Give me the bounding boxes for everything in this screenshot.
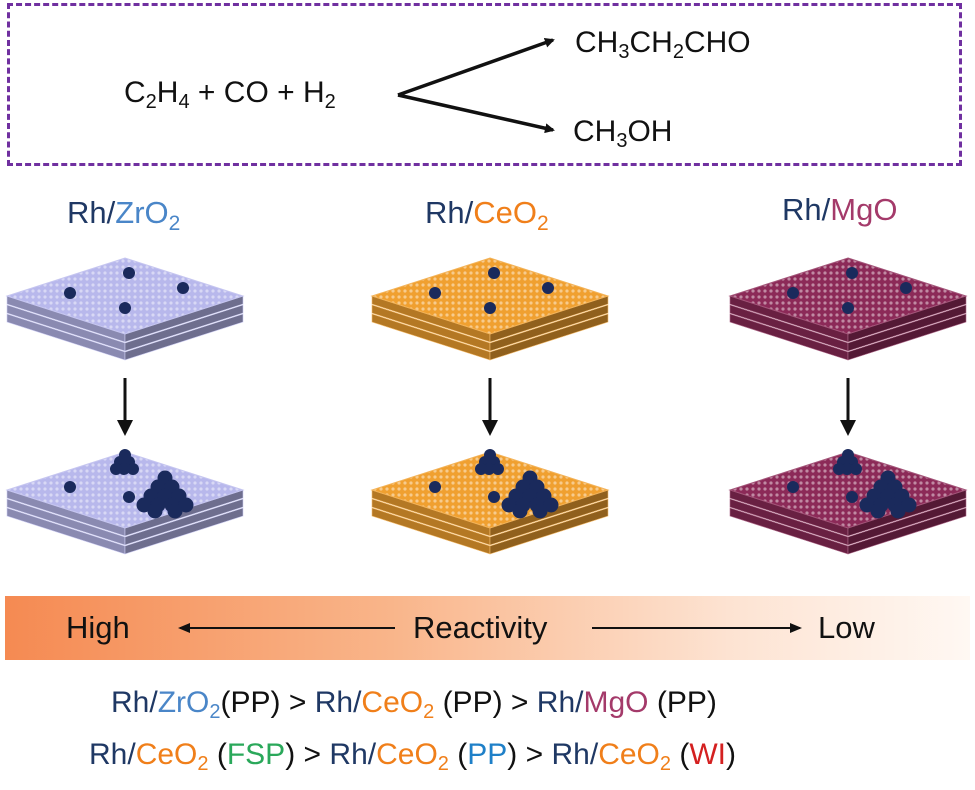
rh-cluster-atom [850,463,862,475]
rh-cluster-atom [475,463,487,475]
rh-pyramid-atom [136,497,152,513]
reaction-box [7,3,962,166]
slab-side-right [489,498,609,546]
rh-cluster-atom [492,463,504,475]
slab-side-right [124,313,244,361]
slab-top-surface [370,257,610,335]
rh-pyramid-atom [543,497,559,513]
rh-atom [123,491,135,503]
product-methanol: CH3OH [573,115,673,152]
rh-pyramid-atom [512,503,528,519]
rh-pyramid-atom [870,503,886,519]
slab-side-right [124,507,244,555]
ranking-line-2: Rh/CeO2 (FSP) > Rh/CeO2 (PP) > Rh/CeO2 (… [89,738,736,775]
rh-atom [429,481,441,493]
rh-pyramid-atom [532,503,548,519]
reaction-arrows [397,37,555,134]
slab-side-right [847,498,967,546]
slab-top-surface [728,257,968,335]
slab-side-right [124,498,244,546]
rh-cluster-atom [484,449,496,461]
rh-pyramid-atom [167,503,183,519]
ranking-line-1: Rh/ZrO2(PP) > Rh/CeO2 (PP) > Rh/MgO (PP) [111,686,717,723]
rh-atom [488,267,500,279]
reactivity-arrows [178,623,802,633]
rh-atom [842,302,854,314]
rh-cluster-atom [110,463,122,475]
rh-pyramid-atom [859,497,875,513]
rh-cluster-atom [842,449,854,461]
rh-cluster-atom [833,463,845,475]
catalyst-title-ceo2: Rh/CeO2 [425,195,549,235]
product-propanal: CH3CH2CHO [575,26,751,63]
rh-atom [64,481,76,493]
slab-side-right [847,304,967,352]
arrow-to-methanol [397,93,555,134]
rh-pyramid-atom [890,503,906,519]
rh-pyramid-atom [901,497,917,513]
rh-atom [484,302,496,314]
catalyst-title-mgo: Rh/MgO [782,192,898,227]
slab-side-right [489,507,609,555]
slab-side-right [847,313,967,361]
catalyst-slabs [5,257,968,555]
rh-atom [119,302,131,314]
rh-atom [488,491,500,503]
rh-atom [177,282,189,294]
slab-top-surface [5,257,245,335]
reactivity-low-label: Low [818,610,875,645]
rh-pyramid-atom [147,503,163,519]
slab-side-right [847,507,967,555]
rh-cluster-atom [119,449,131,461]
rh-cluster-atom [127,463,139,475]
catalyst-title-zro2: Rh/ZrO2 [67,195,181,235]
reactivity-high-label: High [66,610,130,645]
reactivity-center-label: Reactivity [413,610,548,645]
reactants: C2H4 + CO + H2 [124,76,336,113]
reactivity-bar [5,596,970,660]
rh-atom [429,287,441,299]
rh-atom [846,491,858,503]
arrow-to-propanal [397,37,555,97]
rh-atom [846,267,858,279]
rh-atom [64,287,76,299]
down-arrow-head [482,420,498,436]
rh-atom [542,282,554,294]
rh-pyramid-atom [178,497,194,513]
down-arrow-head [117,420,133,436]
slab-side-right [124,304,244,352]
rh-pyramid-atom [501,497,517,513]
rh-atom [787,481,799,493]
rh-atom [900,282,912,294]
slab-side-right [489,313,609,361]
rh-atom [123,267,135,279]
rh-atom [787,287,799,299]
down-arrow-head [840,420,856,436]
slab-side-right [489,304,609,352]
